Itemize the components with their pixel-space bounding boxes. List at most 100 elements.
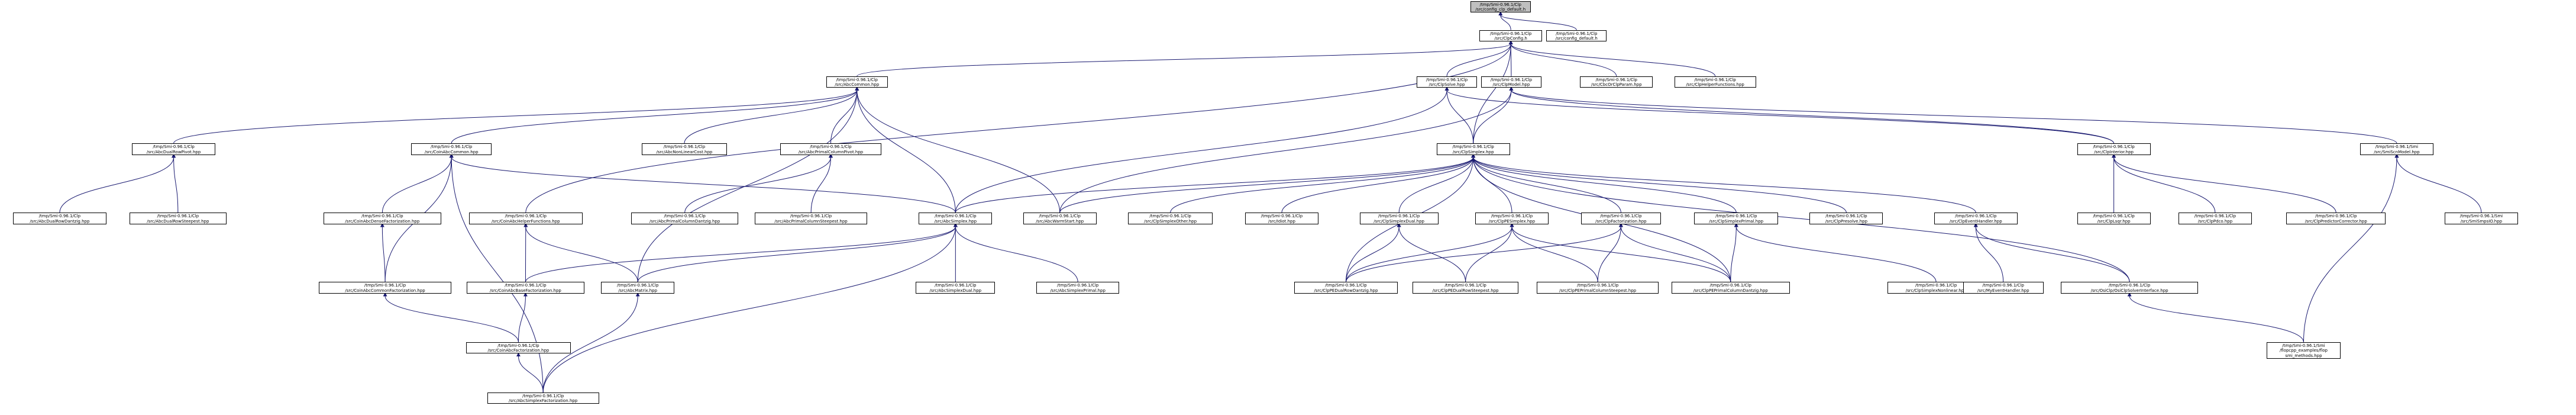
node-flopcpp-smi-methods[interactable]: /tmp/Smi-0.96.1/Smi/flopcpp_examples/flo… (2267, 342, 2341, 359)
node-abcwarmstart[interactable]: /tmp/Smi-0.96.1/Clp/src/AbcWarmStart.hpp (1023, 213, 1097, 224)
edge-clpeventhandler-to-osiclpsolverinterface (1973, 223, 2130, 282)
node-label-line: /tmp/Smi-0.96.1/Clp (1982, 283, 2024, 288)
edge-clpsimplex-to-abcwarmstart (1059, 153, 1476, 213)
node-label-line: /src/Idiot.hpp (1268, 218, 1295, 224)
node-idiot[interactable]: /tmp/Smi-0.96.1/Clp/src/Idiot.hpp (1245, 213, 1319, 224)
node-abccommon[interactable]: /tmp/Smi-0.96.1/Clp/src/AbcCommon.hpp (826, 76, 888, 88)
node-clpinterior[interactable]: /tmp/Smi-0.96.1/Clp/src/ClpInterior.hpp (2077, 143, 2151, 155)
node-label-line: /tmp/Smi-0.96.1/Clp (1955, 214, 1997, 219)
node-label-line: /src/AbcMatrix.hpp (618, 288, 658, 293)
edge-clpconfig-to-abccommon (856, 40, 1513, 77)
node-clpsimplexother[interactable]: /tmp/Smi-0.96.1/Clp/src/ClpSimplexOther.… (1128, 213, 1213, 224)
node-label-line: /src/ClpEventHandler.hpp (1949, 218, 2002, 224)
node-cbcorclpparam[interactable]: /tmp/Smi-0.96.1/Clp/src/CbcOrClpParam.hp… (1580, 76, 1653, 88)
node-clppeprimalcolumnsteepest[interactable]: /tmp/Smi-0.96.1/Clp/src/ClpPEPrimalColum… (1537, 282, 1659, 294)
node-label-line: /tmp/Smi-0.96.1/Clp (2194, 214, 2236, 219)
node-abcdualrowpivot[interactable]: /tmp/Smi-0.96.1/Clp/src/AbcDualRowPivot.… (131, 143, 216, 155)
node-clpsolve[interactable]: /tmp/Smi-0.96.1/Clp/src/ClpSolve.hpp (1417, 76, 1477, 88)
node-label-line: /src/CoinAbcCommon.hpp (424, 149, 479, 155)
edge-clpeventhandler-to-myeventhandler (1973, 223, 2004, 282)
edge-clpfactorization-to-clppeprimalcolumndantzig (1618, 223, 1731, 282)
node-clplsqr[interactable]: /tmp/Smi-0.96.1/Clp/src/ClpLsqr.hpp (2077, 213, 2151, 224)
node-abcprimalcolumndantzig[interactable]: /tmp/Smi-0.96.1/Clp/src/AbcPrimalColumnD… (631, 213, 739, 224)
node-abcsimplexprimal[interactable]: /tmp/Smi-0.96.1/Clp/src/AbcSimplexPrimal… (1036, 282, 1120, 294)
edge-clpsimplex-to-clpsimplexdual (1398, 153, 1476, 213)
node-coinabccommon[interactable]: /tmp/Smi-0.96.1/Clp/src/CoinAbcCommon.hp… (411, 143, 492, 155)
edge-clpsimplex-to-clpeventhandler (1471, 153, 1976, 213)
node-myeventhandler[interactable]: /tmp/Smi-0.96.1/Clp/src/MyEventHandler.h… (1963, 282, 2044, 294)
edge-clpsimplex-to-clppresolve (1471, 153, 1847, 213)
node-label-line: /src/AbcNonLinearCost.hpp (656, 149, 713, 155)
node-label-line: /tmp/Smi-0.96.1/Clp (1556, 31, 1598, 36)
node-abcmatrix[interactable]: /tmp/Smi-0.96.1/Clp/src/AbcMatrix.hpp (601, 282, 675, 294)
node-abcsimplexfactorization[interactable]: /tmp/Smi-0.96.1/Clp/src/AbcSimplexFactor… (487, 392, 599, 404)
node-coinabchelperfunctions[interactable]: /tmp/Smi-0.96.1/Clp/src/CoinAbcHelperFun… (468, 213, 583, 224)
node-label-line: /tmp/Smi-0.96.1/Clp (38, 214, 81, 219)
edge-abccommon-to-abcprimalcolumnpivot (830, 86, 859, 144)
node-label-line: /tmp/Smi-0.96.1/Clp (1444, 283, 1486, 288)
edge-clpsimplexprimal-to-clppeprimalcolumndantzig (1730, 223, 1738, 282)
node-abcdualrowdantzig[interactable]: /tmp/Smi-0.96.1/Clp/src/AbcDualRowDantzi… (12, 213, 106, 224)
node-coinabccommonfactorization[interactable]: /tmp/Smi-0.96.1/Clp/src/CoinAbcCommonFac… (319, 282, 451, 294)
node-label-line: /src/ClpLsqr.hpp (2097, 218, 2131, 224)
node-coinabcfactorization[interactable]: /tmp/Smi-0.96.1/Clp/src/CoinAbcFactoriza… (466, 342, 571, 354)
node-label-line: /tmp/Smi-0.96.1/Clp (1057, 283, 1099, 288)
node-clppedualrowsteepest[interactable]: /tmp/Smi-0.96.1/Clp/src/ClpPEDualRowStee… (1412, 282, 1519, 294)
edge-coinabchelperfunctions-to-abcmatrix (523, 223, 638, 282)
node-clppresolve[interactable]: /tmp/Smi-0.96.1/Clp/src/ClpPresolve.hpp (1809, 213, 1883, 224)
node-label-line: /src/SmiScnModel.hpp (2374, 149, 2420, 155)
node-label-line: /src/AbcCommon.hpp (835, 82, 880, 88)
edge-clpsimplexdual-to-clppedualrowdantzig (1345, 223, 1401, 282)
node-clpsimplexnonlinear[interactable]: /tmp/Smi-0.96.1/Clp/src/ClpSimplexNonlin… (1887, 282, 1984, 294)
node-smismpsio[interactable]: /tmp/Smi-0.96.1/Smi/src/SmiSmpsIO.hpp (2444, 213, 2518, 224)
edge-clppesimplex-to-clppeprimalcolumndantzig (1510, 223, 1731, 282)
node-label-line: /src/ClpFactorization.hpp (1595, 218, 1647, 224)
edge-abccommon-to-abcdualrowpivot (173, 86, 859, 144)
node-label-line: /tmp/Smi-0.96.1/Clp (431, 144, 473, 150)
node-abcdualrowsteepest[interactable]: /tmp/Smi-0.96.1/Clp/src/AbcDualRowSteepe… (130, 213, 227, 224)
node-clppesimplex[interactable]: /tmp/Smi-0.96.1/Clp/src/ClpPESimplex.hpp (1475, 213, 1549, 224)
node-clpconfig[interactable]: /tmp/Smi-0.96.1/Clp/src/ClpConfig.h (1479, 30, 1543, 42)
node-label-line: /src/ClpPESimplex.hpp (1488, 218, 1536, 224)
node-clppeprimalcolumndantzig[interactable]: /tmp/Smi-0.96.1/Clp/src/ClpPEPrimalColum… (1671, 282, 1790, 294)
edge-clpsimplex-to-clpsimplexprimal (1471, 153, 1737, 213)
node-clpeventhandler[interactable]: /tmp/Smi-0.96.1/Clp/src/ClpEventHandler.… (1934, 213, 2018, 224)
node-clpsimplex[interactable]: /tmp/Smi-0.96.1/Clp/src/ClpSimplex.hpp (1436, 143, 1510, 155)
node-label-line: /tmp/Smi-0.96.1/Clp (1479, 2, 1521, 7)
node-label-line: /tmp/Smi-0.96.1/Clp (935, 283, 977, 288)
node-clppredictorcorrector[interactable]: /tmp/Smi-0.96.1/Clp/src/ClpPredictorCorr… (2286, 213, 2386, 224)
node-abcnonlinearcost[interactable]: /tmp/Smi-0.96.1/Clp/src/AbcNonLinearCost… (642, 143, 727, 155)
node-abcsimplexdual[interactable]: /tmp/Smi-0.96.1/Clp/src/AbcSimplexDual.h… (916, 282, 996, 294)
edge-abcprimalcolumnpivot-to-abcprimalcolumndantzig (684, 153, 833, 213)
node-label-line: /flopcpp_examples/flop (2279, 348, 2328, 353)
node-abcprimalcolumnpivot[interactable]: /tmp/Smi-0.96.1/Clp/src/AbcPrimalColumnP… (780, 143, 882, 155)
node-label-line: /src/ClpPEPrimalColumnSteepest.hpp (1559, 288, 1637, 293)
edge-abcmatrix-to-abcsimplexfactorization (542, 292, 640, 393)
node-abcprimalcolumnsteepest[interactable]: /tmp/Smi-0.96.1/Clp/src/AbcPrimalColumnS… (755, 213, 868, 224)
node-label-line: /src/AbcSimplex.hpp (934, 218, 977, 224)
dependency-edges (59, 11, 2482, 393)
node-label-line: /tmp/Smi-0.96.1/Clp (664, 214, 706, 219)
node-coinabcdensefactorization[interactable]: /tmp/Smi-0.96.1/Clp/src/CoinAbcDenseFact… (323, 213, 442, 224)
node-label-line: /tmp/Smi-0.96.1/Clp (1825, 214, 1867, 219)
node-clphelperfunctions[interactable]: /tmp/Smi-0.96.1/Clp/src/ClpHelperFunctio… (1674, 76, 1756, 88)
node-clpfactorization[interactable]: /tmp/Smi-0.96.1/Clp/src/ClpFactorization… (1580, 213, 1662, 224)
edge-abccommon-to-abcsimplex (855, 86, 956, 213)
node-osiclpsolverinterface[interactable]: /tmp/Smi-0.96.1/Clp/src/OsiClp/OsiClpSol… (2061, 282, 2199, 294)
node-clppedualrowdantzig[interactable]: /tmp/Smi-0.96.1/Clp/src/ClpPEDualRowDant… (1294, 282, 1398, 294)
node-clpmodel[interactable]: /tmp/Smi-0.96.1/Clp/src/ClpModel.hpp (1481, 76, 1541, 88)
edge-abcsimplex-to-abcsimplexfactorization (542, 223, 958, 393)
node-clppdco[interactable]: /tmp/Smi-0.96.1/Clp/src/ClpPdco.hpp (2178, 213, 2252, 224)
node-config-default[interactable]: /tmp/Smi-0.96.1/Clp/src/config_default.h (1546, 30, 1607, 42)
node-label-line: /src/AbcWarmStart.hpp (1036, 218, 1084, 224)
node-label-line: /src/CoinAbcBaseFactorization.hpp (489, 288, 561, 293)
node-label-line: /tmp/Smi-0.96.1/Clp (497, 343, 539, 348)
node-abcsimplex[interactable]: /tmp/Smi-0.96.1/Clp/src/AbcSimplex.hpp (919, 213, 993, 224)
node-coinabcbasefactorization[interactable]: /tmp/Smi-0.96.1/Clp/src/CoinAbcBaseFacto… (466, 282, 584, 294)
node-smiscnmodel[interactable]: /tmp/Smi-0.96.1/Smi/src/SmiScnModel.hpp (2360, 143, 2433, 155)
node-label-line: /tmp/Smi-0.96.1/Clp (522, 393, 564, 398)
node-clpsimplexdual[interactable]: /tmp/Smi-0.96.1/Clp/src/ClpSimplexDual.h… (1359, 213, 1439, 224)
node-label-line: /tmp/Smi-0.96.1/Clp (1709, 283, 1751, 288)
node-clpsimplexprimal[interactable]: /tmp/Smi-0.96.1/Clp/src/ClpSimplexPrimal… (1694, 213, 1779, 224)
